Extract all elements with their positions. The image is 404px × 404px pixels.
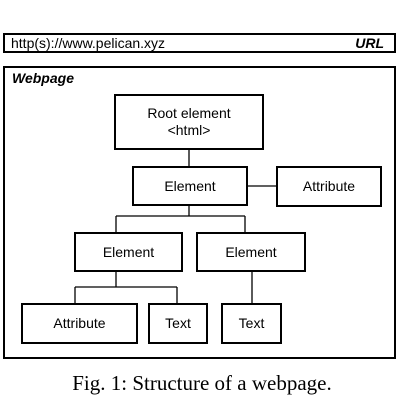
node-attribute-level3: Attribute	[21, 303, 138, 344]
figure-caption: Fig. 1: Structure of a webpage.	[72, 371, 332, 395]
node-text-right: Text	[221, 303, 282, 344]
url-bar: http(s)://www.pelican.xyz URL	[3, 33, 396, 53]
root-element-tag: <html>	[167, 122, 211, 138]
node-attribute-level1: Attribute	[276, 166, 382, 207]
node-text-left: Text	[148, 303, 208, 344]
node-root-element: Root element <html>	[114, 94, 264, 150]
node-element-right: Element	[196, 232, 306, 272]
webpage-label: Webpage	[12, 70, 74, 86]
url-address: http(s)://www.pelican.xyz	[11, 35, 166, 51]
node-element-left: Element	[74, 232, 183, 272]
url-label: URL	[355, 35, 384, 51]
node-element-level1: Element	[132, 166, 248, 206]
root-element-label: Root element	[147, 105, 231, 121]
